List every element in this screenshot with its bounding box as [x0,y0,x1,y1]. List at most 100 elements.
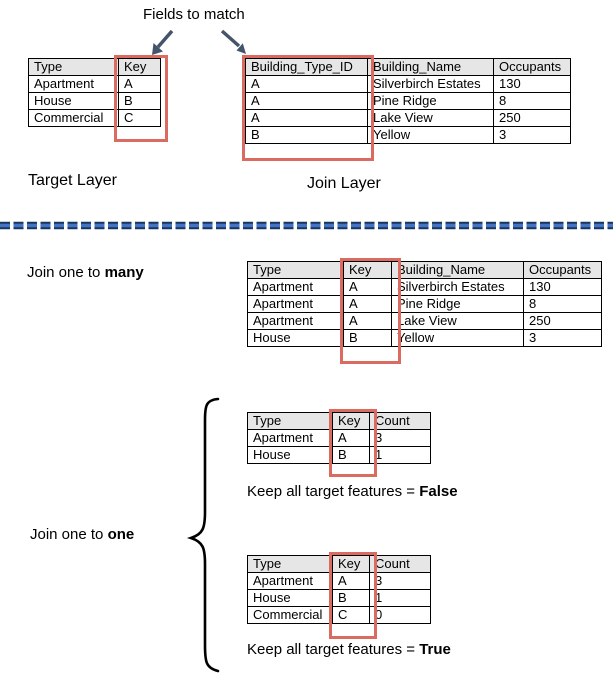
table-cell: A [343,312,392,330]
fields-to-match-title: Fields to match [143,6,245,23]
column-header: Type [247,412,333,430]
false-caption-prefix: Keep all target features = [247,483,420,500]
join-layer-caption: Join Layer [307,175,381,192]
table-cell: 250 [493,109,571,127]
table-cell: Apartment [28,75,119,93]
curly-brace-icon [186,397,220,673]
arrow-down-right-icon [220,29,246,54]
table-cell: Lake View [391,312,524,330]
table-cell: A [332,572,370,590]
table-cell: B [343,329,392,347]
table-cell: 3 [523,329,602,347]
table-cell: A [245,92,368,110]
false-caption: Keep all target features = False [247,483,458,500]
table-cell: 0 [369,606,431,624]
table-cell: Apartment [247,278,344,296]
column-header: Key [332,555,370,573]
one-to-one-label-bold: one [107,526,135,543]
column-header: Building_Name [391,261,524,279]
table-cell: 3 [369,429,431,447]
one-to-many-label-prefix: Join one to [27,264,105,281]
table-cell: 8 [523,295,602,313]
table-cell: House [247,329,344,347]
table-cell: Yellow [367,126,494,144]
table-cell: A [245,109,368,127]
arrow-down-left-icon [152,29,174,55]
table-cell: A [245,75,368,93]
column-header: Type [247,555,333,573]
table-cell: 3 [493,126,571,144]
false-caption-bold: False [419,483,458,500]
true-caption-prefix: Keep all target features = [247,641,420,658]
table-cell: 8 [493,92,571,110]
table-cell: House [247,446,333,464]
table-cell: C [332,606,370,624]
true-caption: Keep all target features = True [247,641,451,658]
table-cell: 1 [369,446,431,464]
table-cell: Pine Ridge [391,295,524,313]
table-cell: B [332,446,370,464]
table-cell: Apartment [247,312,344,330]
target-layer-caption: Target Layer [28,172,117,189]
table-cell: 130 [523,278,602,296]
one-to-many-label: Join one to many [27,264,144,281]
table-cell: A [118,75,161,93]
table-cell: Pine Ridge [367,92,494,110]
table-cell: B [245,126,368,144]
column-header: Key [118,58,161,76]
table-cell: Apartment [247,295,344,313]
table-cell: House [247,589,333,607]
true-caption-bold: True [419,641,451,658]
table-cell: Apartment [247,429,333,447]
table-cell: A [343,278,392,296]
column-header: Occupants [493,58,571,76]
column-header: Count [369,412,431,430]
table-cell: House [28,92,119,110]
table-cell: B [118,92,161,110]
table-cell: Commercial [247,606,333,624]
table-cell: 1 [369,589,431,607]
one-to-many-label-bold: many [104,264,144,281]
table-cell: C [118,109,161,127]
column-header: Key [332,412,370,430]
table-cell: 250 [523,312,602,330]
table-cell: Silverbirch Estates [367,75,494,93]
column-header: Type [28,58,119,76]
table-cell: Commercial [28,109,119,127]
table-cell: Silverbirch Estates [391,278,524,296]
table-cell: B [332,589,370,607]
table-cell: A [332,429,370,447]
one-to-one-label-prefix: Join one to [30,526,108,543]
table-cell: 3 [369,572,431,590]
table-cell: 130 [493,75,571,93]
column-header: Key [343,261,392,279]
table-cell: Yellow [391,329,524,347]
column-header: Type [247,261,344,279]
